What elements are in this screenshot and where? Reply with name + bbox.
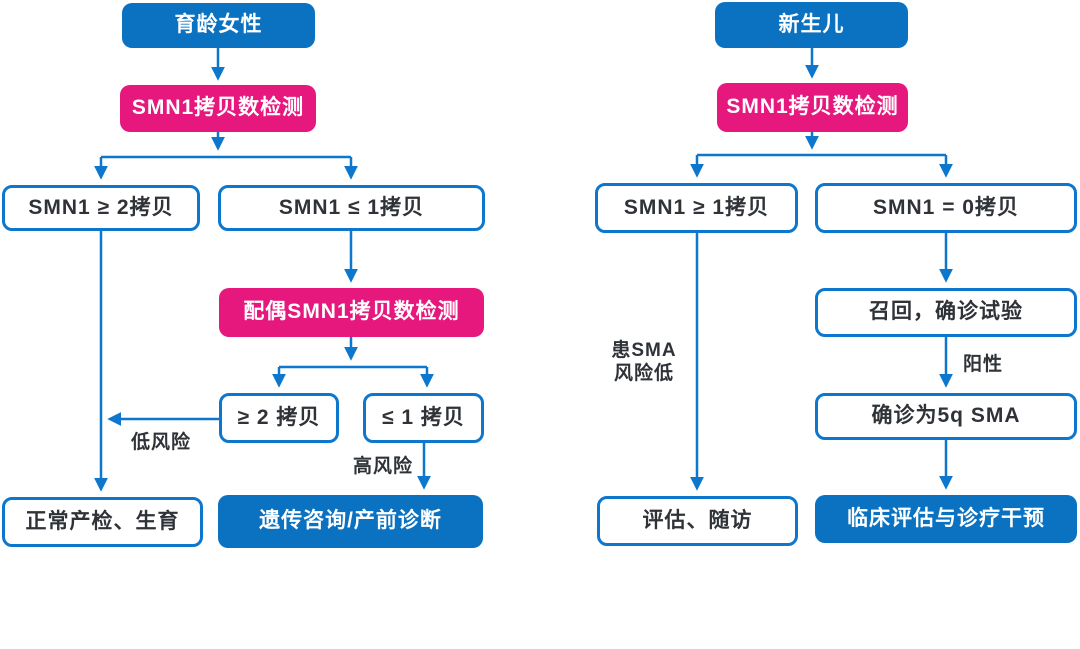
node-smn1-le1-copy: SMN1 ≤ 1拷贝 [218, 185, 485, 231]
node-smn1-ge1-copy: SMN1 ≥ 1拷贝 [595, 183, 798, 233]
edge-label-positive: 阳性 [962, 354, 1003, 375]
node-spouse-smn1-test: 配偶SMN1拷贝数检测 [219, 288, 484, 337]
node-smn1-copy-test-right: SMN1拷贝数检测 [717, 83, 908, 132]
node-childbearing-women: 育龄女性 [122, 3, 315, 48]
edge-label-low-sma-risk: 患SMA 风险低 [611, 340, 677, 384]
node-smn1-copy-test-left: SMN1拷贝数检测 [120, 85, 316, 132]
node-confirmed-5q-sma: 确诊为5q SMA [815, 393, 1077, 440]
node-spouse-le1-copy: ≤ 1 拷贝 [363, 393, 484, 443]
edge-label-low-risk: 低风险 [130, 432, 191, 453]
node-smn1-ge2-copies: SMN1 ≥ 2拷贝 [2, 185, 200, 231]
node-newborn: 新生儿 [715, 2, 908, 48]
node-recall-confirmatory-test: 召回，确诊试验 [815, 288, 1077, 337]
node-clinical-evaluation-intervention: 临床评估与诊疗干预 [815, 495, 1077, 543]
node-smn1-eq0-copy: SMN1 = 0拷贝 [815, 183, 1077, 233]
edge-label-high-risk: 高风险 [352, 456, 413, 477]
node-genetic-counseling-prenatal-diagnosis: 遗传咨询/产前诊断 [218, 495, 483, 548]
node-evaluation-followup: 评估、随访 [597, 496, 798, 546]
node-normal-prenatal-care: 正常产检、生育 [2, 497, 203, 547]
node-spouse-ge2-copies: ≥ 2 拷贝 [219, 393, 339, 443]
